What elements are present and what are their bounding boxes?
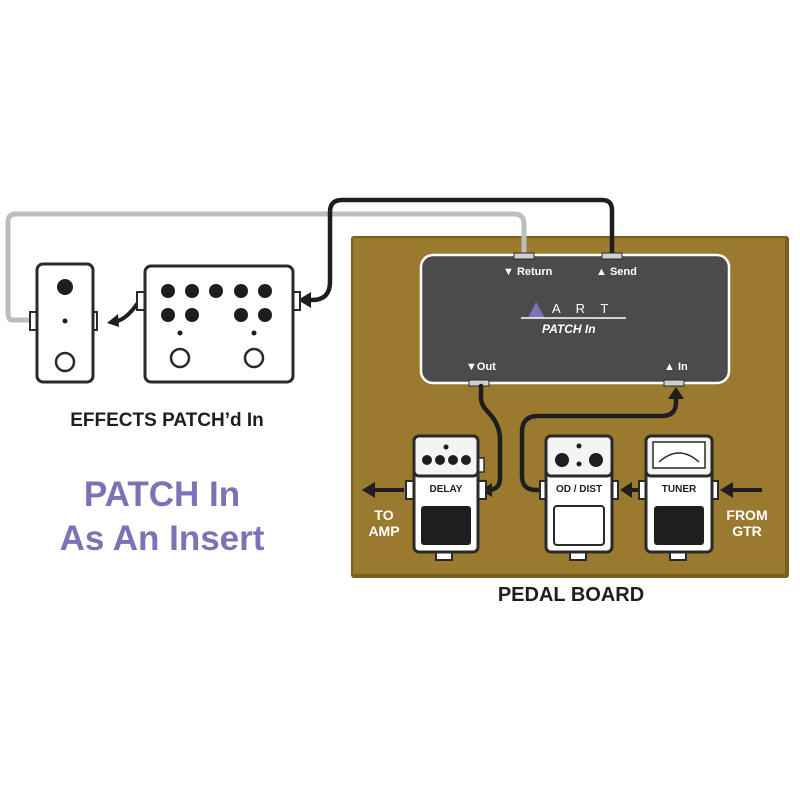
delay-label: DELAY — [430, 484, 463, 495]
pedal-board-caption: PEDAL BOARD — [498, 584, 644, 606]
from-gtr-label-2: GTR — [732, 523, 762, 539]
to-amp-label-2: AMP — [368, 523, 399, 539]
return-label: ▼ Return — [503, 266, 553, 278]
to-amp-label-1: TO — [374, 507, 393, 523]
out-label: ▼Out — [466, 361, 496, 373]
tuner-pedal: TUNER — [638, 434, 719, 561]
brand-label: A R T — [552, 301, 614, 316]
return-cable — [5, 211, 527, 323]
arrow-left-icon — [620, 482, 632, 498]
arrow-left-icon — [298, 292, 311, 308]
from-gtr-label-1: FROM — [726, 507, 767, 523]
in-cable — [519, 395, 679, 493]
send-label: ▲ Send — [596, 266, 637, 278]
arrow-left-icon — [720, 482, 733, 498]
headline-line-2: As An Insert — [60, 519, 265, 558]
od-dist-pedal: OD / DIST — [539, 434, 619, 561]
arrow-left-icon — [362, 482, 375, 498]
patch-in-unit: ▼ Return ▲ Send ▼Out ▲ In A R T PATCH In — [419, 252, 731, 387]
out-cable — [478, 383, 503, 493]
tuner-label: TUNER — [662, 484, 697, 495]
tuner-meter-icon — [652, 441, 706, 469]
large-effect-pedal — [136, 264, 301, 384]
small-effect-pedal — [29, 262, 98, 384]
send-cable — [300, 197, 615, 303]
in-label: ▲ In — [664, 361, 688, 373]
headline-line-1: PATCH In — [84, 475, 240, 514]
arrow-up-icon — [668, 387, 684, 399]
art-triangle-icon — [528, 302, 545, 318]
product-label: PATCH In — [542, 322, 596, 336]
delay-pedal: DELAY — [405, 434, 487, 561]
effects-caption: EFFECTS PATCH’d In — [70, 410, 264, 431]
od-dist-label: OD / DIST — [556, 484, 602, 495]
